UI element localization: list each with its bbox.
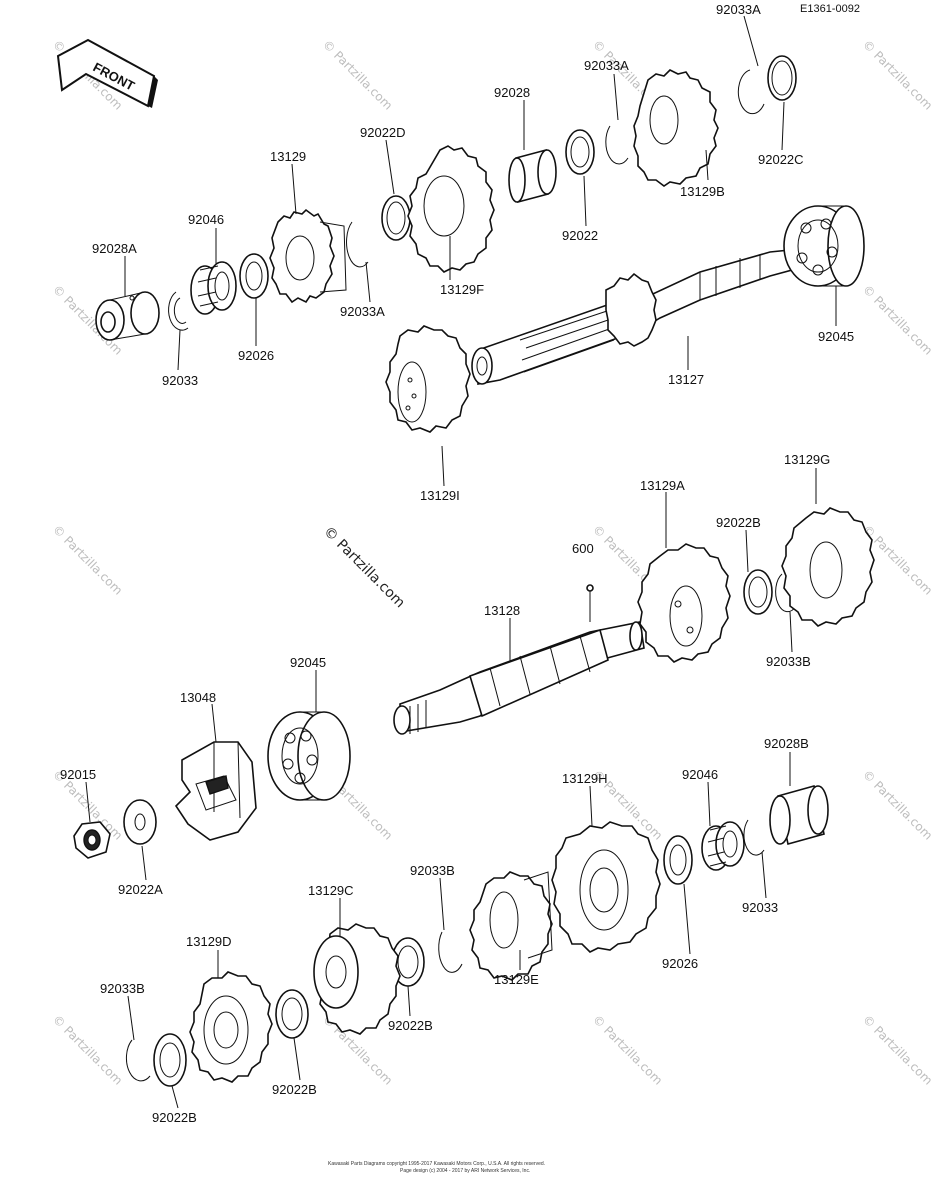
needle-bearing-92046-top	[190, 261, 237, 315]
ball-bearing-92045-top	[783, 205, 865, 287]
part-label: 13129F	[440, 282, 484, 297]
part-label: 13129E	[494, 972, 539, 987]
part-label: 92028A	[92, 241, 137, 256]
part-label: 92022D	[360, 125, 406, 140]
part-label: 92046	[188, 212, 224, 227]
circlip-92033B-mid	[438, 931, 463, 973]
part-label: 13129A	[640, 478, 685, 493]
part-label: 92026	[662, 956, 698, 971]
part-label: 13129I	[420, 488, 460, 503]
circlip-92033A-mid	[605, 125, 629, 165]
watermark-center: © Partzilla.com	[320, 524, 408, 612]
part-label: 600	[572, 541, 594, 556]
nut-92015	[73, 821, 111, 859]
circlip-92033-bottom	[743, 819, 765, 856]
shaft-13128	[393, 621, 645, 735]
ball-bearing-92045-mid	[267, 711, 351, 801]
copyright-footer: Kawasaki Parts Diagrams copyright 1995-2…	[328, 1161, 545, 1167]
washer-92026-bottom	[663, 835, 693, 885]
gear-13129A	[637, 543, 731, 663]
part-label: 92022B	[272, 1082, 317, 1097]
part-label: 92033B	[410, 863, 455, 878]
circlip-92033B-left	[125, 1039, 151, 1082]
gear-13129C	[313, 923, 401, 1035]
part-label: 92033B	[100, 981, 145, 996]
gear-13129B	[633, 69, 719, 187]
ball-600	[586, 584, 594, 622]
part-label: 92022B	[152, 1110, 197, 1125]
washer-92022B-right	[743, 569, 773, 615]
part-label: 92033	[742, 900, 778, 915]
part-label: 92022	[562, 228, 598, 243]
watermark: © Partzilla.com	[860, 282, 935, 357]
part-label: 92045	[818, 329, 854, 344]
watermark: © Partzilla.com	[860, 1012, 935, 1087]
gear-13129	[269, 208, 347, 304]
part-label: 92022B	[716, 515, 761, 530]
copyright-footer: Page design (c) 2004 - 2017 by ARI Netwo…	[400, 1168, 530, 1174]
circlip-92033-top	[168, 291, 189, 331]
part-label: 92033A	[716, 2, 761, 17]
circlip-92033A-low	[346, 221, 369, 268]
part-label: 92022B	[388, 1018, 433, 1033]
watermark: © Partzilla.com	[860, 37, 935, 112]
hub-13048	[174, 741, 257, 841]
part-label: 92022A	[118, 882, 163, 897]
diagram-code: E1361-0092	[800, 3, 860, 15]
bushing-92028B	[769, 785, 829, 845]
gear-13129I	[385, 325, 471, 433]
washer-92026-top	[239, 253, 269, 299]
bushing-92028A	[95, 291, 160, 341]
part-label: 13129	[270, 149, 306, 164]
watermark: © Partzilla.com	[50, 1012, 125, 1087]
part-label: 13129B	[680, 184, 725, 199]
gear-13129G	[781, 507, 875, 627]
washer-92022D	[381, 195, 411, 241]
part-label: 92033B	[766, 654, 811, 669]
part-label: 13129D	[186, 934, 232, 949]
needle-bearing-92046-bottom	[701, 821, 745, 871]
watermark: © Partzilla.com	[590, 1012, 665, 1087]
part-label: 13128	[484, 603, 520, 618]
gear-13129F	[407, 145, 495, 273]
bushing-92028	[508, 148, 557, 204]
circlip-92033A-top	[737, 69, 765, 115]
watermark: © Partzilla.com	[320, 37, 395, 112]
part-label: 92045	[290, 655, 326, 670]
part-label: 92028	[494, 85, 530, 100]
part-labels: 92033A 92033A 92028 92022D 13129 92046 9…	[60, 2, 854, 1125]
part-label: 92022C	[758, 152, 804, 167]
washer-92022A	[123, 796, 164, 846]
part-label: 13127	[668, 372, 704, 387]
front-arrow-icon: FRONT	[56, 38, 158, 108]
leader-lines	[85, 15, 837, 1109]
part-label: 13129H	[562, 771, 608, 786]
washer-92022B-low	[275, 989, 309, 1039]
part-label: 92015	[60, 767, 96, 782]
gear-13129E	[469, 871, 553, 981]
washer-92022C	[767, 55, 797, 101]
gear-13129H	[551, 821, 661, 953]
part-label: 92033A	[584, 58, 629, 73]
part-label: 13129C	[308, 883, 354, 898]
part-label: 92028B	[764, 736, 809, 751]
part-label: 92033	[162, 373, 198, 388]
washer-92022B-left	[153, 1033, 187, 1087]
watermark: © Partzilla.com	[860, 767, 935, 842]
part-label: 13129G	[784, 452, 830, 467]
gear-13129D	[189, 971, 273, 1083]
part-label: 13048	[180, 690, 216, 705]
washer-92022	[565, 129, 595, 175]
part-label: 92046	[682, 767, 718, 782]
shaft-13127	[471, 249, 793, 385]
watermark: © Partzilla.com	[50, 522, 125, 597]
circlip-92033B-right	[775, 573, 797, 613]
part-label: 92026	[238, 348, 274, 363]
part-label: 92033A	[340, 304, 385, 319]
